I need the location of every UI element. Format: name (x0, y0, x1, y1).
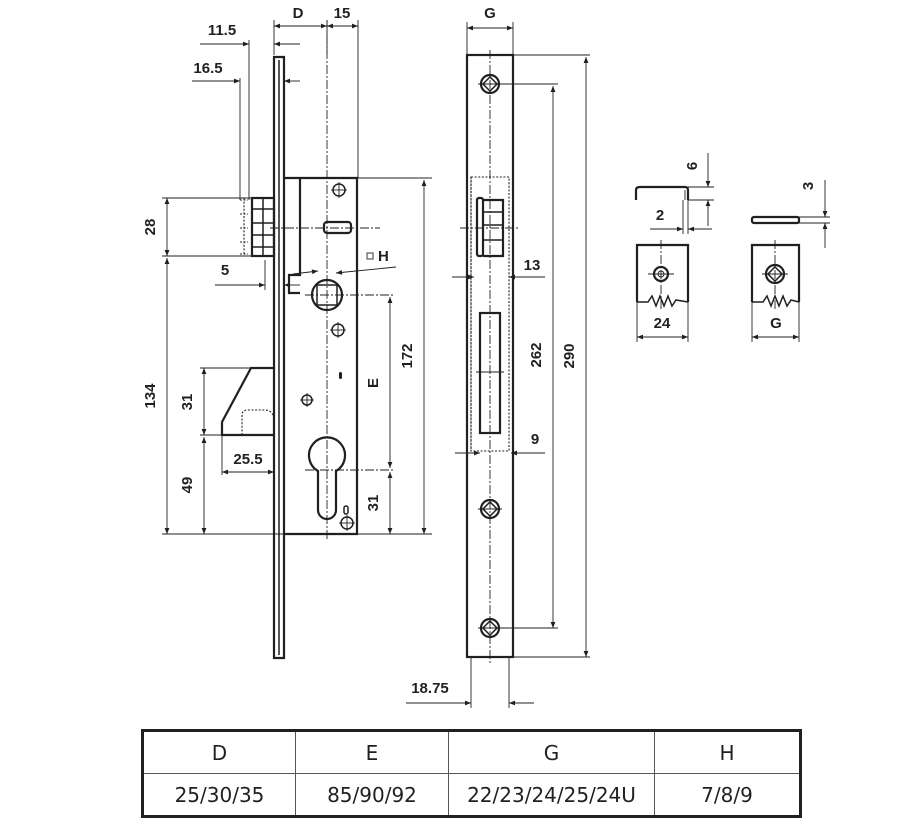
dim-2: 2 (650, 200, 712, 234)
dim-18-75: 18.75 (406, 657, 534, 708)
strike-screw-bottom (478, 617, 502, 639)
cylinder-profile (305, 436, 395, 521)
svg-text:13: 13 (524, 257, 541, 274)
svg-text:9: 9 (531, 431, 539, 448)
svg-text:E: E (365, 378, 382, 388)
spec-table: D E G H 25/30/35 85/90/92 22/23/24/25/24… (141, 729, 802, 818)
lock-body-view: D 15 11.5 16.5 28 5 (142, 5, 432, 660)
svg-text:31: 31 (365, 495, 382, 512)
lock-case (284, 176, 359, 536)
svg-text:3: 3 (800, 182, 817, 190)
dim-e: E (365, 297, 393, 468)
svg-text:262: 262 (528, 342, 545, 367)
spec-header-g: G (448, 730, 655, 774)
spec-value-d: 25/30/35 (142, 773, 296, 817)
dim-label-15: 15 (334, 5, 351, 22)
dim-172: 172 (357, 177, 432, 535)
screw-bottom (339, 515, 355, 531)
svg-text:6: 6 (684, 162, 701, 170)
screw-top (331, 182, 347, 198)
dim-31-deadbolt: 31 (179, 367, 251, 436)
svg-text:25.5: 25.5 (233, 451, 262, 468)
dim-31-cylinder: 31 (357, 472, 395, 535)
dim-label-d: D (293, 5, 304, 22)
dim-16-5: 16.5 (192, 60, 300, 200)
spec-table-value-row: 25/30/35 85/90/92 22/23/24/25/24U 7/8/9 (142, 773, 801, 817)
dim-h: H (292, 248, 397, 275)
dim-134: 134 (142, 258, 284, 535)
small-pin (343, 505, 349, 515)
spindle-hole (305, 278, 395, 312)
dim-9: 9 (455, 431, 545, 456)
strike-screw-top (478, 73, 502, 95)
svg-text:18.75: 18.75 (411, 680, 449, 697)
screw-mid (330, 322, 346, 338)
strike-plate-view: G 13 9 262 290 (406, 5, 590, 708)
dim-262: 262 (502, 83, 558, 629)
svg-text:2: 2 (656, 207, 664, 224)
flat-clip-view: 3 G (750, 180, 830, 342)
spec-header-h: H (654, 730, 801, 774)
dim-290: 290 (513, 54, 590, 658)
svg-text:31: 31 (179, 394, 196, 411)
dim-6: 6 (684, 153, 714, 226)
dim-28: 28 (142, 197, 252, 257)
spec-header-e: E (295, 730, 449, 774)
dim-24: 24 (636, 302, 689, 342)
svg-text:24: 24 (654, 315, 671, 332)
dim-49: 49 (179, 437, 207, 534)
dim-13: 13 (452, 257, 545, 280)
svg-text:134: 134 (142, 383, 159, 409)
dim-label-h: H (378, 248, 389, 265)
dim-g-strike: G (466, 5, 514, 55)
svg-text:5: 5 (221, 262, 229, 279)
deadbolt (220, 366, 275, 437)
strike-screw-mid (478, 498, 502, 520)
faceplate (272, 55, 286, 660)
dim-g-clip: G (751, 302, 800, 342)
latch-bolt (240, 196, 276, 258)
svg-text:G: G (484, 5, 496, 22)
latch-keeper (460, 196, 520, 258)
dim-3: 3 (799, 180, 830, 248)
spec-table-header-row: D E G H (142, 730, 801, 774)
svg-text:290: 290 (561, 343, 578, 368)
dim-11-5: 11.5 (200, 22, 300, 200)
svg-text:16.5: 16.5 (193, 60, 222, 77)
svg-text:49: 49 (179, 477, 196, 494)
deadbolt-slot (478, 311, 502, 435)
dim-d-15: D 15 (273, 5, 359, 178)
dim-25-5: 25.5 (221, 435, 274, 475)
dot-marker (339, 372, 342, 379)
spec-value-e: 85/90/92 (295, 773, 449, 817)
u-clip-view: 6 2 24 (634, 153, 714, 342)
screw-left (300, 393, 314, 407)
dim-5: 5 (215, 260, 300, 290)
latch-pin (322, 220, 353, 235)
svg-text:G: G (770, 315, 782, 332)
spec-header-d: D (142, 730, 296, 774)
spec-value-g: 22/23/24/25/24U (448, 773, 655, 817)
svg-text:28: 28 (142, 219, 159, 236)
svg-text:11.5: 11.5 (208, 22, 236, 39)
spec-value-h: 7/8/9 (654, 773, 801, 817)
svg-text:172: 172 (399, 343, 416, 368)
